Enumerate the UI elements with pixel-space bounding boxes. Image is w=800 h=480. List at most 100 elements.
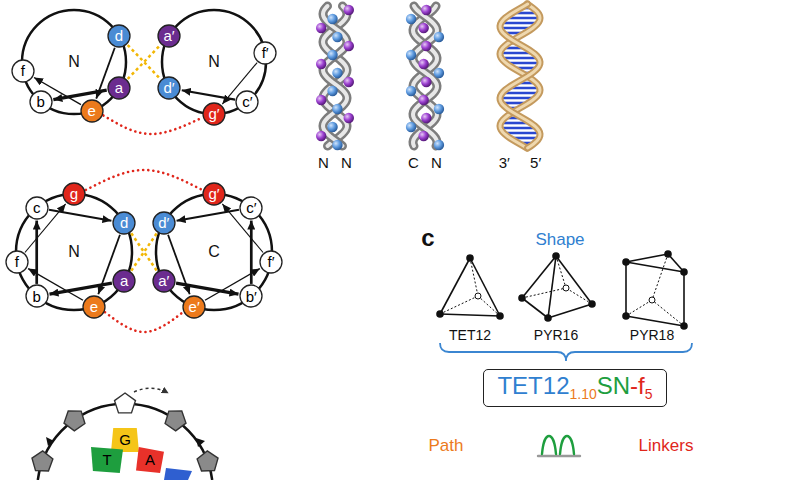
terminus-label: N	[68, 53, 80, 71]
nucleotide-block: T	[91, 447, 123, 473]
heptad-position: b	[29, 90, 53, 114]
circle-outline	[254, 42, 276, 64]
backbone	[500, 4, 540, 148]
circle-outline	[81, 100, 103, 122]
block-outline	[111, 428, 139, 452]
position-letter: a	[120, 272, 128, 289]
residue-sphere	[316, 95, 326, 105]
residue-sphere	[418, 59, 428, 69]
circle-outline	[260, 251, 282, 273]
helix-ribbon	[323, 6, 347, 146]
heptad-position: a′	[157, 24, 181, 48]
heptad-position: c′	[235, 90, 259, 114]
dna-wheel	[38, 404, 212, 480]
heptad-position: a	[107, 76, 131, 100]
base-letter: T	[102, 451, 111, 468]
sugar-pentagon	[197, 451, 218, 471]
base-block	[164, 468, 192, 480]
heptad-position: d′	[157, 76, 181, 100]
circle-outline	[240, 197, 262, 219]
strand-end-label: 3′ 5′	[499, 155, 541, 172]
position-letter: f′	[268, 253, 275, 270]
category-label: Linkers	[639, 437, 694, 456]
position-letter: a′	[163, 27, 174, 44]
coiled-coil-model	[406, 5, 444, 150]
helix-ribbon	[323, 6, 347, 146]
residue-sphere	[332, 68, 342, 78]
heptad-position: a′	[152, 269, 176, 293]
block-outline	[136, 447, 164, 473]
residue-sphere	[327, 86, 337, 96]
sugar-pentagon	[165, 411, 186, 431]
position-letter: g′	[208, 185, 219, 202]
position-letter: a′	[158, 272, 169, 289]
residue-sphere	[406, 50, 416, 60]
helical-wheel	[162, 10, 266, 114]
circle-outline	[26, 197, 48, 219]
residue-sphere	[421, 5, 431, 15]
shape-name: TET12	[449, 328, 491, 343]
sugar-pentagon	[115, 393, 136, 413]
nucleotide-block: A	[136, 447, 164, 473]
wheel-arrow	[196, 438, 205, 447]
heptad-position: g′	[202, 102, 226, 126]
terminus-label: N	[68, 243, 80, 261]
linker-icon	[538, 436, 580, 456]
residue-sphere	[406, 86, 416, 96]
heptad-position: b	[25, 284, 49, 308]
circle-outline	[63, 183, 85, 205]
helix-highlight	[413, 6, 437, 146]
residue-sphere	[421, 113, 431, 123]
heptad-position: f′	[253, 41, 277, 65]
heptad-position: e	[82, 295, 106, 319]
helix-ribbon	[413, 6, 437, 146]
sugar-pentagon	[64, 411, 85, 431]
pyramid-shape	[519, 253, 595, 321]
heptad-position: d	[112, 211, 136, 235]
residue-sphere	[434, 68, 444, 78]
base-pair	[501, 57, 538, 60]
heptad-position: c′	[239, 196, 263, 220]
heptad-position: f′	[259, 250, 283, 274]
residue-sphere	[332, 104, 342, 114]
core-contact	[128, 45, 161, 79]
helix-highlight	[323, 6, 347, 146]
residue-sphere	[316, 131, 326, 141]
residue-sphere	[316, 23, 326, 33]
residue-sphere	[327, 14, 337, 24]
position-letter: b	[36, 93, 44, 110]
salt-bridge	[86, 170, 202, 190]
bracket	[440, 343, 692, 361]
heptad-position: d′	[152, 211, 176, 235]
residue-sphere	[434, 104, 444, 114]
circle-outline	[113, 270, 135, 292]
circle-outline	[153, 270, 175, 292]
circle-outline	[158, 25, 180, 47]
wheel-arrow	[46, 437, 54, 446]
position-letter: d	[115, 27, 123, 44]
circle-outline	[108, 25, 130, 47]
position-letter: a	[115, 79, 123, 96]
position-letter: e′	[189, 298, 200, 315]
base-letter: A	[145, 451, 155, 468]
heptad-arrow	[177, 210, 239, 221]
category-label: Shape	[535, 231, 584, 250]
heptad-position: f	[11, 59, 35, 83]
residue-sphere	[316, 59, 326, 69]
residue-sphere	[418, 131, 428, 141]
core-contact	[131, 233, 156, 270]
heptad-position: f	[5, 250, 29, 274]
residue-sphere	[344, 77, 354, 87]
shape-code: TET12	[497, 372, 569, 399]
backbone-highlight	[500, 4, 540, 148]
terminus-label: C	[208, 243, 220, 261]
circle-outline	[236, 91, 258, 113]
residue-sphere	[421, 41, 431, 51]
helical-wheel	[156, 194, 272, 310]
category-label: Path	[429, 437, 464, 456]
position-letter: d	[120, 214, 128, 231]
